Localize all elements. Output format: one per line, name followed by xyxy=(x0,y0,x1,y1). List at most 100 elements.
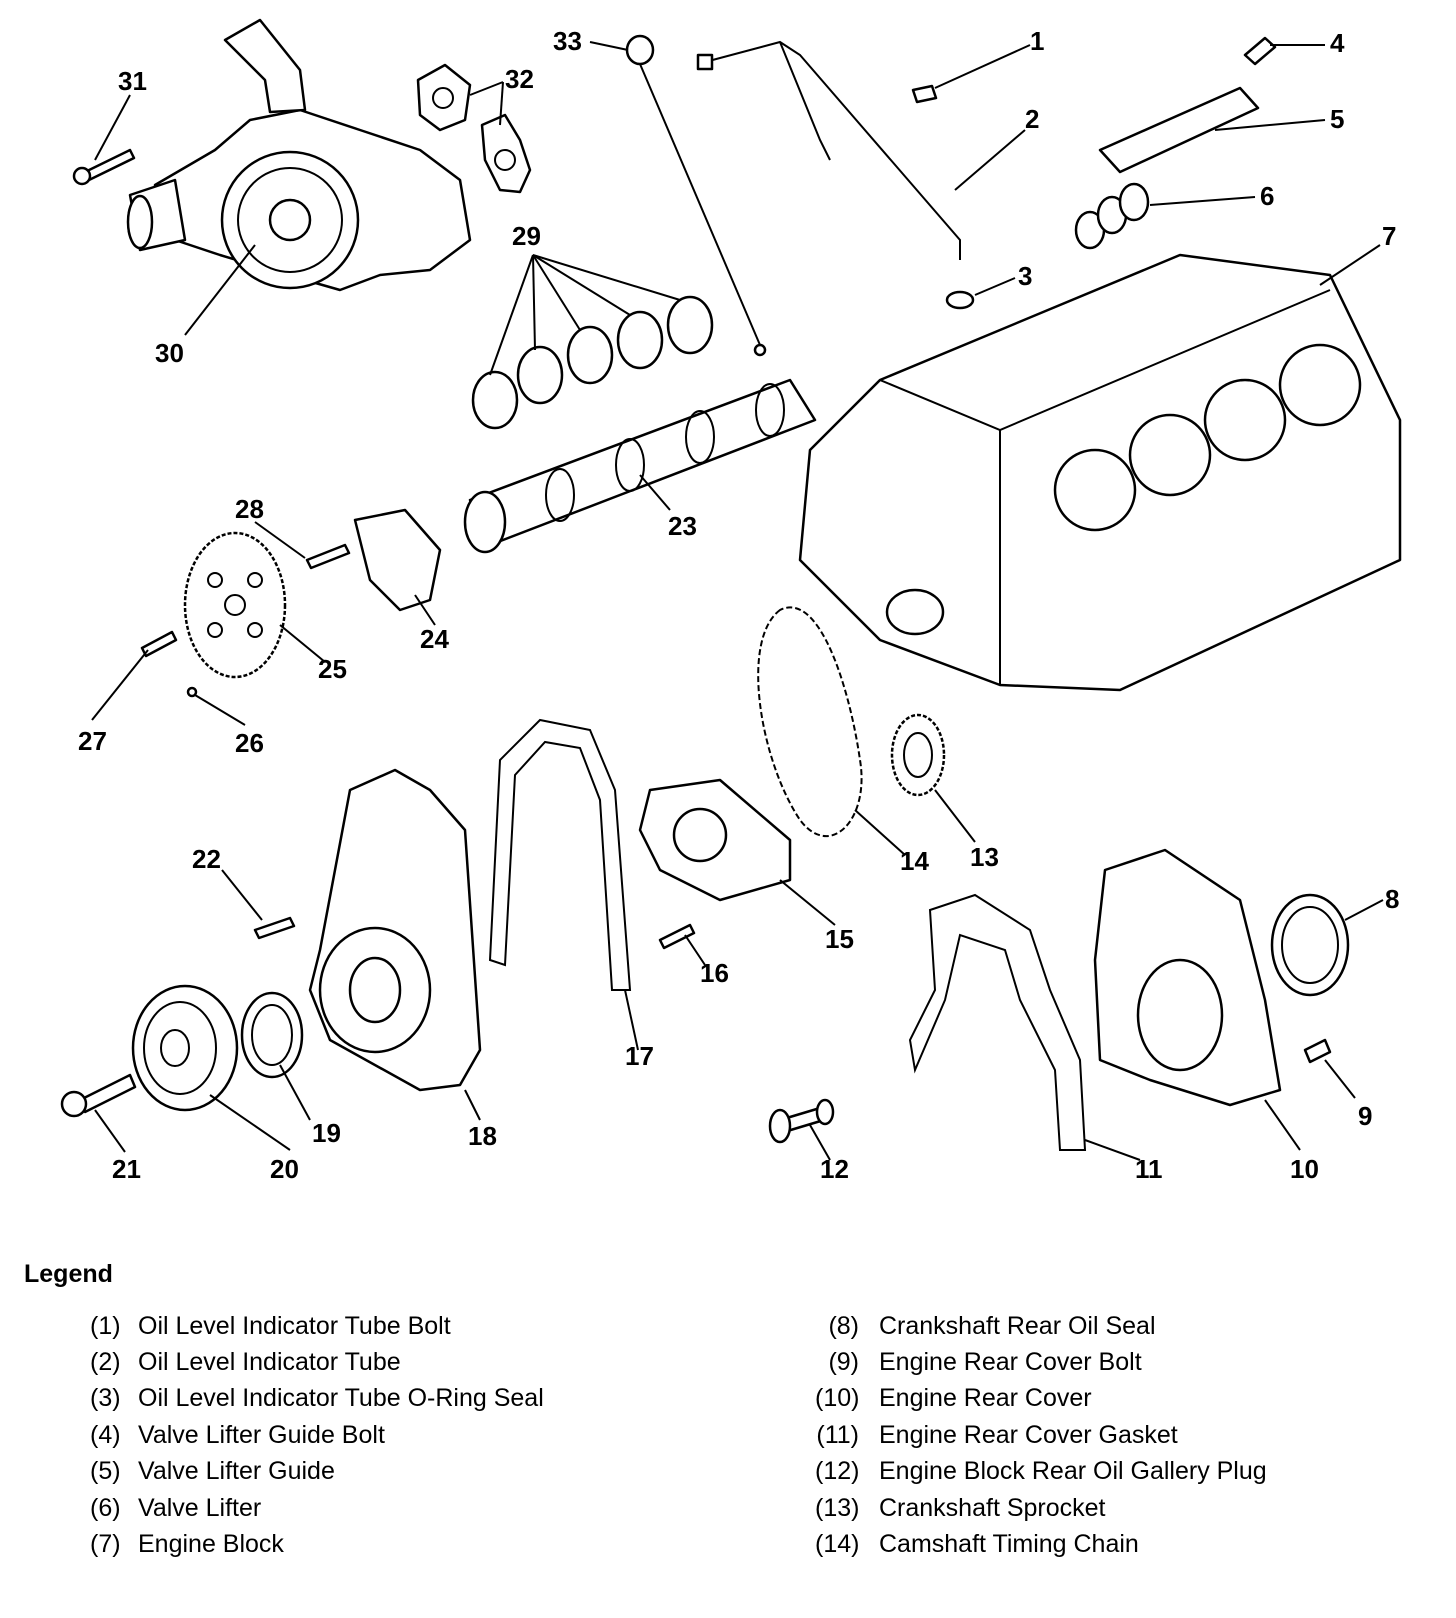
legend-item-label: Camshaft Timing Chain xyxy=(879,1530,1139,1559)
callout-5: 5 xyxy=(1330,104,1344,134)
camshaft-retainer-drawing xyxy=(353,508,442,612)
oil-gallery-plug-drawing xyxy=(768,1098,835,1144)
callout-20: 20 xyxy=(270,1154,299,1184)
timing-chain-drawing xyxy=(757,606,863,837)
legend-item-label: Engine Rear Cover Bolt xyxy=(879,1348,1142,1377)
callout-13: 13 xyxy=(970,842,999,872)
exploded-engine-diagram: 1 2 3 4 5 6 7 8 9 10 11 12 13 14 15 16 1… xyxy=(60,18,1402,1184)
tube-bolt-drawing xyxy=(911,84,938,104)
legend-item-label: Valve Lifter xyxy=(138,1493,262,1522)
legend-item: (13)Crankshaft Sprocket xyxy=(815,1490,1267,1526)
legend-item-number: (1) xyxy=(90,1311,121,1340)
legend-column-left: (1) Oil Level Indicator Tube Bolt (2) Oil … xyxy=(90,1308,544,1563)
valve-lifters-drawing xyxy=(1074,182,1150,250)
crankshaft-balancer-drawing xyxy=(131,984,239,1112)
callout-18: 18 xyxy=(468,1121,497,1151)
legend-title: Legend xyxy=(24,1260,113,1288)
camshaft-sprocket-drawing xyxy=(183,531,287,679)
callout-9: 9 xyxy=(1358,1101,1372,1131)
oil-pump-drawing xyxy=(638,778,792,902)
callout-26: 26 xyxy=(235,728,264,758)
rear-cover-bolt-drawing xyxy=(1303,1038,1332,1064)
legend-item-number: (4) xyxy=(90,1420,121,1449)
leader-lines xyxy=(91,41,1384,1161)
callout-2: 2 xyxy=(1025,104,1039,134)
callout-33: 33 xyxy=(553,26,582,56)
crankshaft-front-seal-drawing xyxy=(240,991,304,1079)
callout-12: 12 xyxy=(820,1154,849,1184)
legend-item: (10)Engine Rear Cover xyxy=(815,1381,1267,1417)
callout-6: 6 xyxy=(1260,181,1274,211)
rear-cover-gasket-drawing xyxy=(908,893,1087,1151)
engine-rear-cover-drawing xyxy=(1093,848,1282,1107)
callout-labels: 1 2 3 4 5 6 7 8 9 10 11 12 13 14 15 16 1… xyxy=(78,26,1399,1184)
callout-25: 25 xyxy=(318,654,347,684)
callout-3: 3 xyxy=(1018,261,1032,291)
legend-item-number: (12) xyxy=(815,1457,860,1486)
legend-item-number: (7) xyxy=(90,1530,121,1559)
water-pump-gaskets-drawing xyxy=(416,63,532,194)
callout-28: 28 xyxy=(235,494,264,524)
legend-item: (14)Camshaft Timing Chain xyxy=(815,1526,1267,1562)
crankshaft-sprocket-drawing xyxy=(890,713,946,797)
sprocket-pin-drawing xyxy=(186,686,198,698)
callout-32: 32 xyxy=(505,64,534,94)
legend-item-label: Engine Rear Cover Gasket xyxy=(879,1420,1178,1449)
legend-item: (8) Crankshaft Rear Oil Seal xyxy=(815,1308,1267,1344)
callout-16: 16 xyxy=(700,958,729,988)
crankshaft-rear-seal-drawing xyxy=(1270,893,1350,997)
callout-27: 27 xyxy=(78,726,107,756)
legend-item-label: Engine Block Rear Oil Gallery Plug xyxy=(879,1457,1267,1486)
front-cover-bolt-drawing xyxy=(253,916,296,940)
legend-item-number: (5) xyxy=(90,1457,121,1486)
oil-level-indicator-tube-drawing xyxy=(696,40,975,310)
legend-item: (2) Oil Level Indicator Tube xyxy=(90,1344,544,1380)
legend-item: (3)Oil Level Indicator Tube O-Ring Seal xyxy=(90,1381,544,1417)
legend-item-number: (8) xyxy=(828,1311,859,1340)
callout-21: 21 xyxy=(112,1154,141,1184)
callout-14: 14 xyxy=(900,846,929,876)
legend-item-number: (3) xyxy=(90,1384,121,1413)
legend-item-label: Oil Level Indicator Tube xyxy=(138,1348,401,1377)
legend: Legend (1) Oil Level Indicator Tube Bolt … xyxy=(0,1260,1456,1600)
legend-item-number: (2) xyxy=(90,1348,121,1377)
callout-10: 10 xyxy=(1290,1154,1319,1184)
retainer-bolt-drawing xyxy=(305,543,351,570)
oil-pump-bolt-drawing xyxy=(658,923,696,950)
callout-4: 4 xyxy=(1330,28,1345,58)
callout-15: 15 xyxy=(825,924,854,954)
legend-item: (12) Engine Block Rear Oil Gallery Plug xyxy=(815,1454,1267,1490)
legend-item: (9) Engine Rear Cover Bolt xyxy=(815,1344,1267,1380)
legend-item: (6) Valve Lifter xyxy=(90,1490,544,1526)
callout-11: 11 xyxy=(1135,1154,1163,1184)
callout-7: 7 xyxy=(1382,221,1396,251)
legend-item-number: (10) xyxy=(815,1384,860,1413)
legend-item-label: Crankshaft Rear Oil Seal xyxy=(879,1311,1156,1340)
legend-item: (1) Oil Level Indicator Tube Bolt xyxy=(90,1308,544,1344)
callout-24: 24 xyxy=(420,624,449,654)
engine-block-drawing xyxy=(798,253,1402,692)
legend-item-number: (6) xyxy=(90,1493,121,1522)
legend-item-number: (13) xyxy=(815,1493,860,1522)
legend-item-number: (11) xyxy=(816,1420,859,1449)
legend-item-label: Valve Lifter Guide Bolt xyxy=(138,1420,385,1449)
front-cover-gasket-drawing xyxy=(488,718,632,991)
water-pump-drawing xyxy=(126,18,472,292)
legend-item-number: (9) xyxy=(828,1348,859,1377)
callout-23: 23 xyxy=(668,511,697,541)
lifter-guide-bolt-drawing xyxy=(1243,36,1277,66)
callout-31: 31 xyxy=(118,66,147,96)
callout-30: 30 xyxy=(155,338,184,368)
legend-item: (11) Engine Rear Cover Gasket xyxy=(815,1417,1267,1453)
callout-8: 8 xyxy=(1385,884,1399,914)
legend-item-label: Oil Level Indicator Tube Bolt xyxy=(138,1311,451,1340)
engine-front-cover-drawing xyxy=(308,768,482,1092)
legend-column-right: (8) Crankshaft Rear Oil Seal (9) Engine Re… xyxy=(815,1308,1267,1563)
callout-19: 19 xyxy=(312,1118,341,1148)
balancer-bolt-drawing xyxy=(60,1073,137,1118)
callout-1: 1 xyxy=(1030,26,1044,56)
camshaft-bearings-drawing xyxy=(471,295,714,430)
callout-22: 22 xyxy=(192,844,221,874)
legend-item: (4) Valve Lifter Guide Bolt xyxy=(90,1417,544,1453)
callout-29: 29 xyxy=(512,221,541,251)
